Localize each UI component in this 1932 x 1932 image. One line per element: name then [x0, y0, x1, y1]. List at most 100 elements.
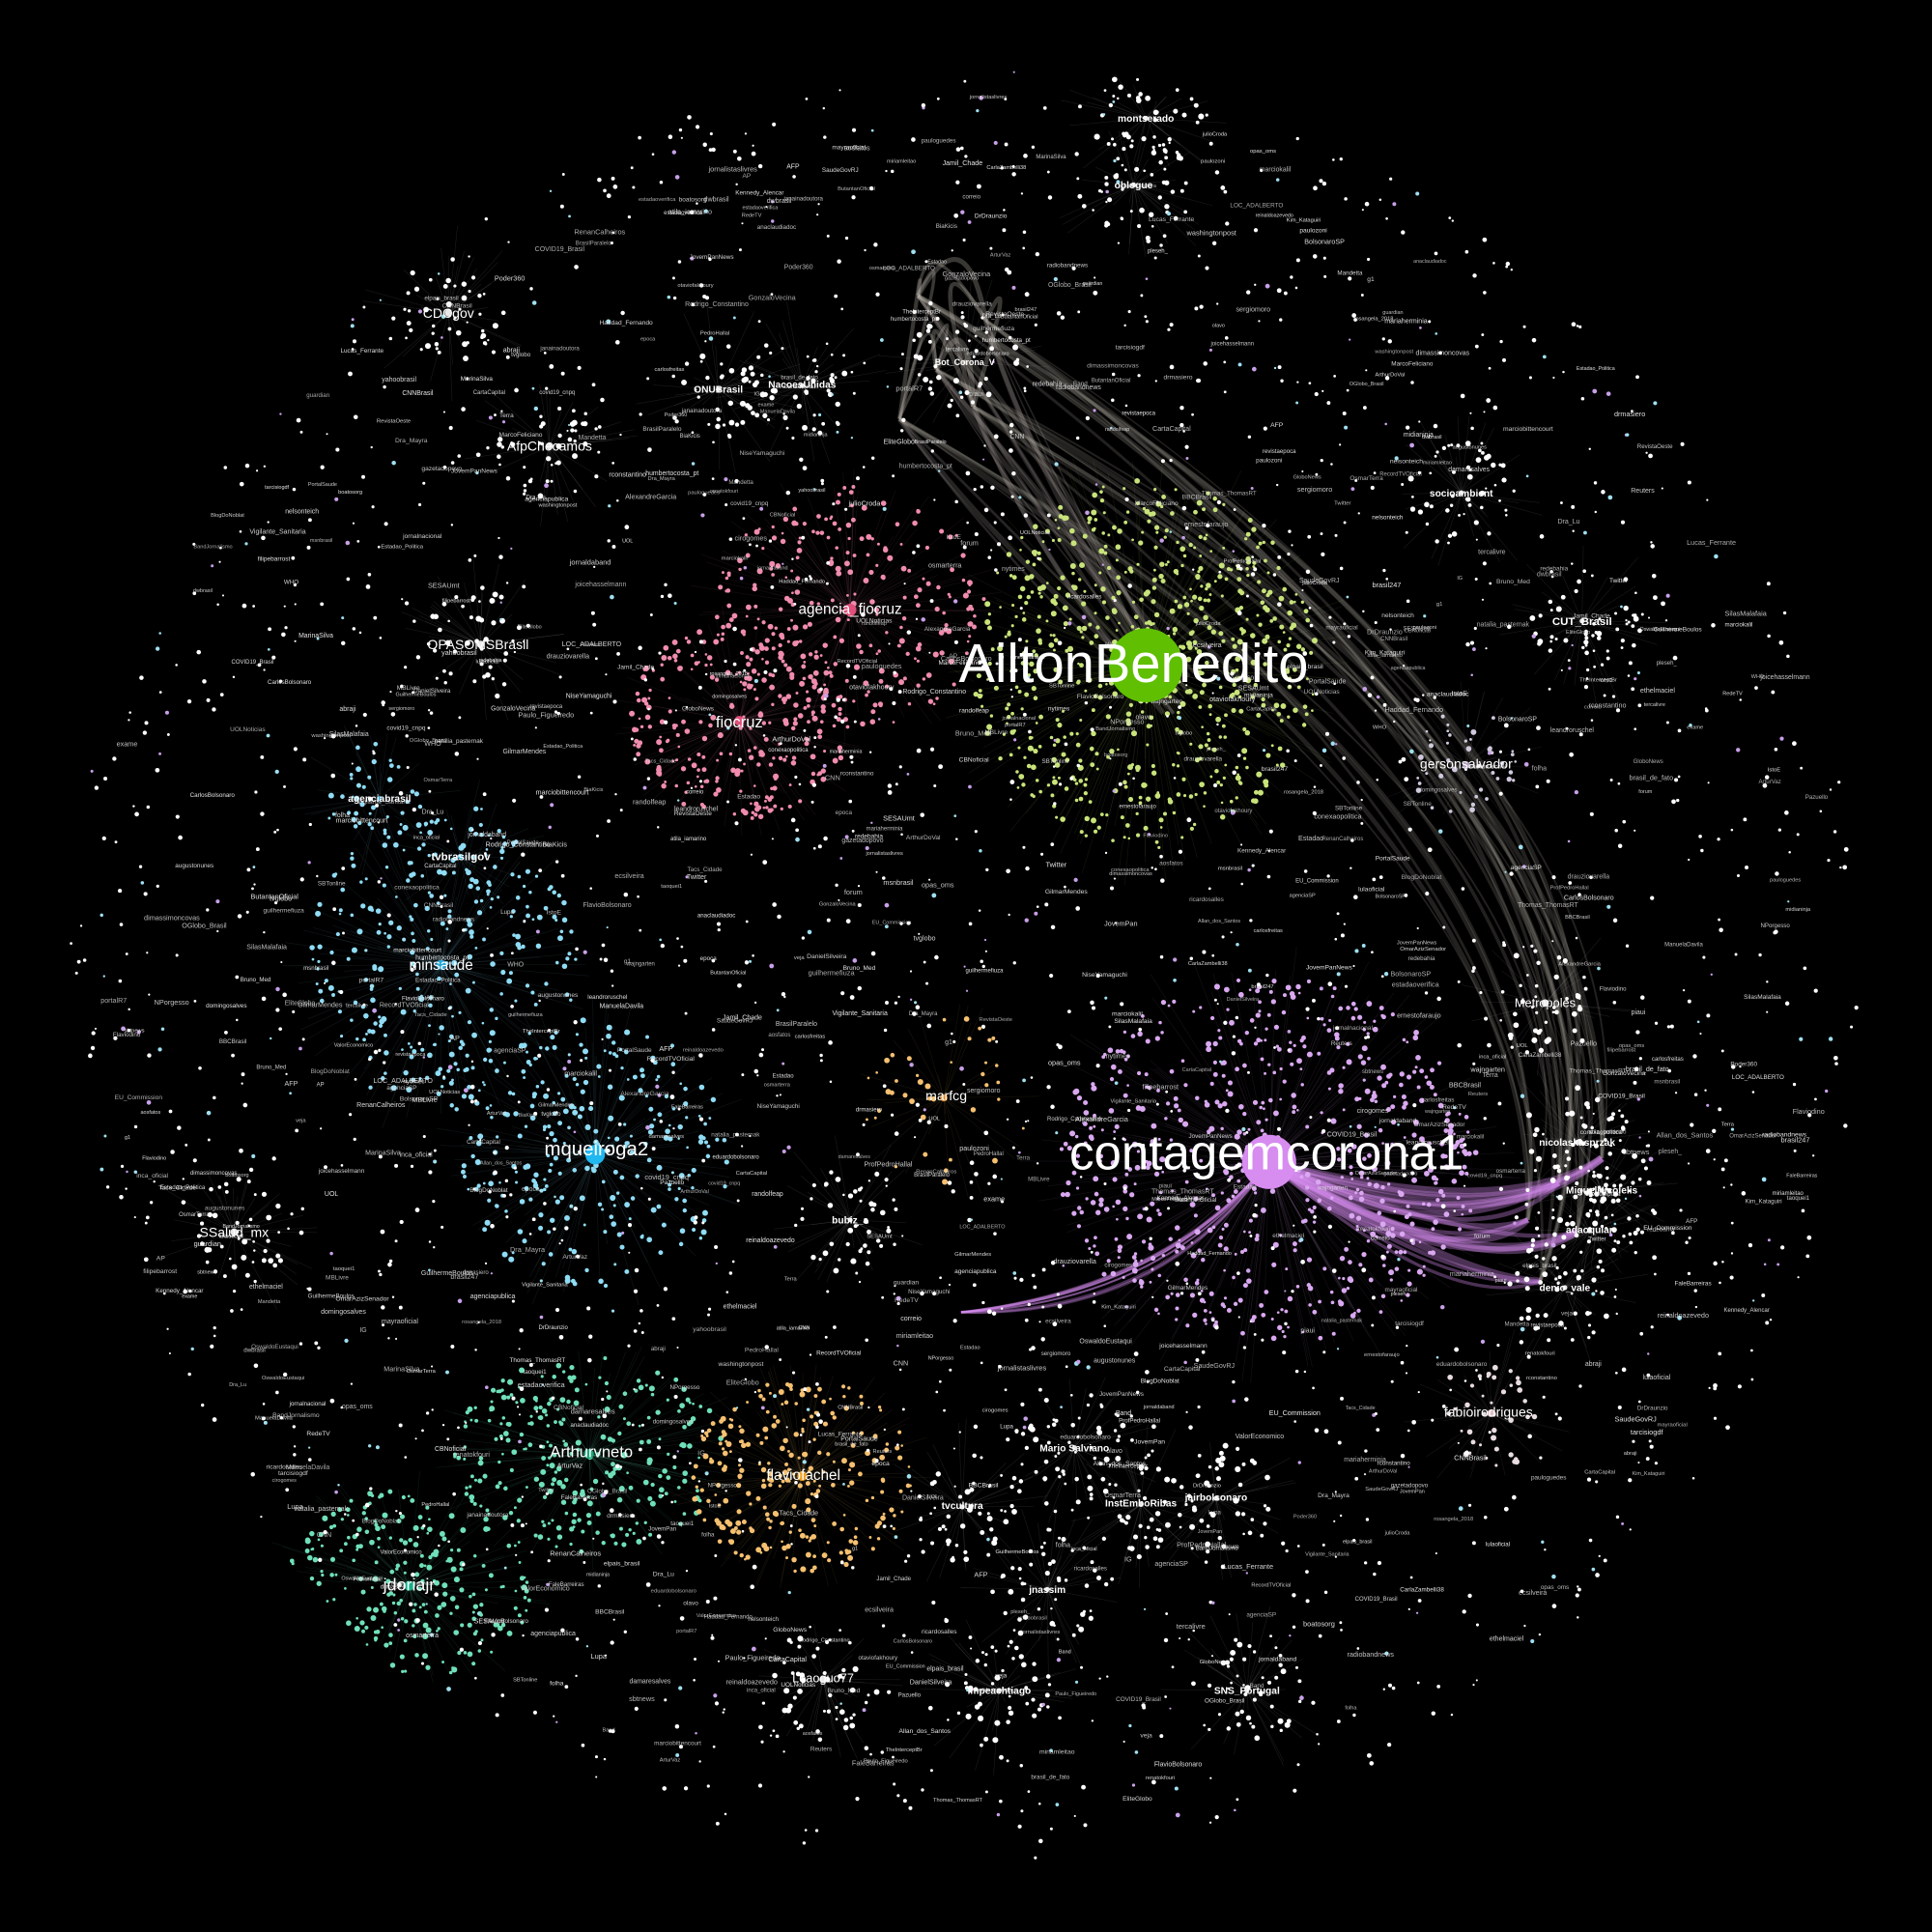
node: [754, 696, 759, 701]
node: [377, 1546, 381, 1549]
node: [1276, 565, 1281, 571]
node: [552, 1375, 556, 1379]
node: [999, 606, 1002, 609]
node: [1226, 1008, 1230, 1011]
node: [414, 1653, 419, 1658]
node: [1287, 715, 1291, 719]
node: [1227, 1091, 1234, 1097]
node: [1366, 1001, 1373, 1007]
edge: [1268, 1161, 1319, 1342]
node: [1273, 1024, 1280, 1030]
node: [685, 1397, 691, 1403]
edge: [594, 1098, 743, 1155]
node: [913, 594, 919, 600]
node: [1049, 735, 1054, 740]
node: [1437, 1188, 1444, 1195]
node: [1105, 812, 1109, 817]
edge: [1268, 1161, 1326, 1334]
node: [1394, 1250, 1399, 1255]
node: [307, 1554, 313, 1561]
node: [1009, 574, 1013, 578]
node: [555, 1524, 562, 1531]
node: [451, 1014, 454, 1018]
node: [1120, 815, 1124, 820]
node: [1358, 1263, 1363, 1267]
node: [1161, 495, 1166, 499]
node: [569, 1542, 573, 1547]
node: [653, 1118, 656, 1122]
node: [1197, 596, 1203, 602]
node: [1107, 533, 1111, 537]
node: [1227, 1080, 1234, 1086]
node: [1199, 1297, 1206, 1303]
node: [697, 1114, 701, 1118]
node: [1092, 817, 1095, 821]
node: [1276, 711, 1282, 717]
node: [1038, 789, 1042, 794]
node: [762, 806, 766, 810]
node: [1116, 1217, 1119, 1221]
node: [838, 527, 842, 531]
node: [780, 807, 783, 810]
node: [1416, 1268, 1423, 1275]
node: [1075, 731, 1079, 736]
node: [435, 1613, 440, 1618]
node: [1147, 619, 1152, 626]
node: [623, 1122, 627, 1126]
node: [540, 1468, 547, 1475]
node: [1123, 784, 1128, 789]
node: [697, 1139, 704, 1145]
node: [384, 1050, 389, 1056]
node: [526, 1050, 529, 1054]
node: [636, 1378, 641, 1383]
node: [448, 1080, 454, 1086]
node: [1052, 776, 1056, 780]
node: [1260, 1057, 1264, 1062]
node: [686, 781, 691, 785]
node: [1174, 599, 1179, 604]
node: [1193, 546, 1197, 550]
node: [488, 1058, 494, 1064]
node: [338, 912, 342, 916]
edge: [1268, 1161, 1335, 1344]
edge: [1069, 1146, 1269, 1163]
node: [561, 899, 567, 906]
node: [1356, 1308, 1361, 1314]
node: [1390, 1226, 1395, 1232]
node: [1051, 779, 1058, 785]
node: [506, 1543, 512, 1548]
node: [721, 624, 725, 630]
node: [1282, 586, 1288, 592]
node: [1246, 574, 1250, 578]
node: [474, 1630, 478, 1634]
edge: [1212, 973, 1270, 1162]
node: [1016, 786, 1020, 789]
node: [1293, 707, 1298, 713]
node: [791, 755, 797, 760]
node: [1195, 1095, 1200, 1100]
node: [367, 1029, 372, 1034]
node: [1099, 497, 1105, 503]
node: [1170, 1292, 1174, 1295]
node: [1208, 1311, 1212, 1315]
edge: [1243, 1161, 1270, 1340]
node: [399, 1598, 403, 1603]
edge: [594, 1154, 639, 1306]
edge: [1268, 1143, 1462, 1163]
node: [875, 652, 879, 656]
node: [1264, 1290, 1269, 1294]
node: [1212, 1071, 1218, 1077]
node: [1270, 1318, 1274, 1321]
node: [856, 643, 862, 649]
node: [877, 701, 884, 707]
node: [1160, 579, 1166, 584]
node: [661, 655, 668, 661]
node: [449, 1595, 456, 1602]
edge: [1268, 1161, 1351, 1308]
node: [1135, 768, 1140, 773]
node: [356, 1526, 362, 1532]
node: [952, 682, 956, 687]
node: [1393, 1094, 1397, 1098]
node: [811, 684, 817, 690]
node: [378, 966, 384, 973]
